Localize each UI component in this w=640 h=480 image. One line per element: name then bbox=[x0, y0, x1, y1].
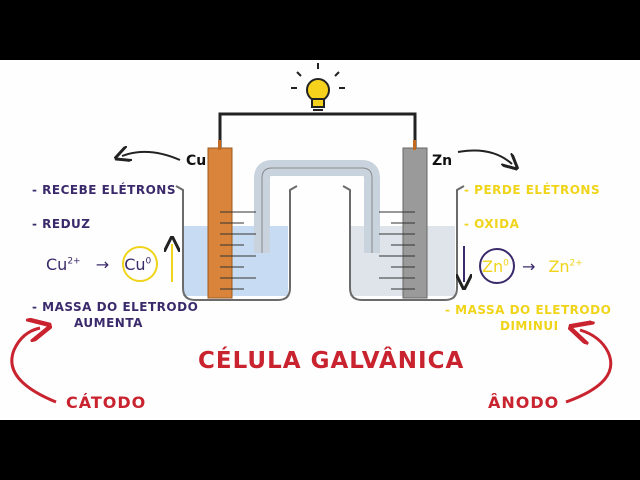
diagram-canvas: Cu Zn - RECEBE ELÉTRONS - REDUZ Cu2+ → C… bbox=[0, 60, 640, 420]
cathode-mass-line1: - MASSA DO ELETRODO bbox=[32, 300, 199, 314]
left-beaker-scale bbox=[220, 211, 256, 290]
copper-label: Cu bbox=[186, 153, 207, 169]
cathode-curve-arrow bbox=[10, 328, 57, 404]
anode-name: ÂNODO bbox=[488, 393, 560, 412]
anode-mass-line2: DIMINUI bbox=[500, 319, 559, 333]
anode-curve-arrow bbox=[566, 330, 613, 404]
left-beaker bbox=[175, 185, 298, 301]
cu0-circle bbox=[122, 246, 158, 282]
zn0-circle bbox=[479, 248, 515, 284]
anode-equation: Zn0 → Zn2+ bbox=[482, 257, 583, 276]
right-beaker bbox=[342, 185, 465, 301]
right-beaker-scale bbox=[379, 211, 415, 290]
anode-item-1: - PERDE ELÉTRONS bbox=[464, 183, 601, 197]
electron-arrow-left bbox=[122, 152, 181, 160]
salt-bridge bbox=[254, 160, 380, 253]
diagram-title: CÉLULA GALVÂNICA bbox=[198, 348, 465, 374]
cathode-mass-line2: AUMENTA bbox=[74, 316, 143, 330]
electron-arrow-right bbox=[457, 149, 512, 165]
cathode-name: CÁTODO bbox=[66, 393, 147, 412]
anode-mass-line1: - MASSA DO ELETRODO bbox=[445, 303, 612, 317]
zinc-label: Zn bbox=[432, 153, 453, 169]
cathode-equation: Cu2+ → Cu0 bbox=[46, 255, 152, 274]
left-solution bbox=[183, 226, 288, 296]
light-bulb-icon bbox=[291, 63, 345, 111]
external-wire bbox=[218, 112, 417, 148]
cathode-item-1: - RECEBE ELÉTRONS bbox=[32, 183, 176, 197]
cathode-item-2: - REDUZ bbox=[32, 217, 91, 231]
galvanic-cell-drawing bbox=[10, 63, 613, 404]
anode-item-2: - OXIDA bbox=[464, 217, 520, 231]
